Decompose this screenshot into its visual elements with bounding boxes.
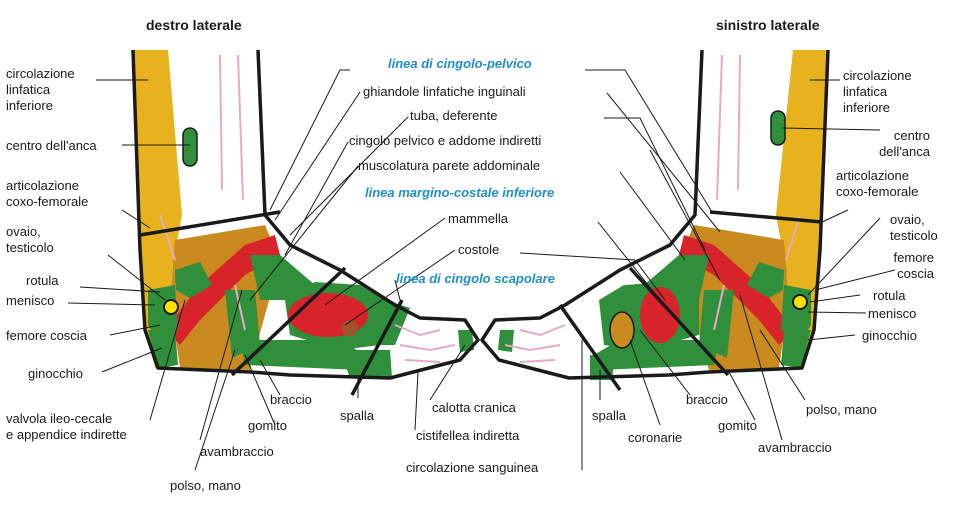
label-pelvic-line: linea di cingolo-pelvico — [388, 56, 532, 71]
right-label-polso: polso, mano — [170, 478, 241, 493]
right-label-calotta: calotta cranica — [432, 400, 516, 415]
left-scapular-line — [558, 303, 622, 392]
right-label-sangue: circolazione sanguinea — [406, 460, 539, 475]
label-tuba: tuba, deferente — [410, 108, 498, 123]
right-green-shoulder — [340, 350, 392, 378]
right-label-menisco: menisco — [6, 293, 55, 308]
label-costal-line: linea margino-costale inferiore — [365, 185, 555, 200]
left-label-avambraccio: avambraccio — [758, 440, 832, 455]
left-label-polso: polso, mano — [806, 402, 877, 417]
left-pelvic-line — [709, 210, 823, 224]
left-label-menisco: menisco — [868, 306, 917, 321]
left-label-rotula: rotula — [873, 288, 906, 303]
right-label-cistifellea: cistifellea indiretta — [416, 428, 520, 443]
right-green-ankle — [175, 262, 212, 298]
right-pelvic-line — [139, 210, 281, 237]
left-label-ovary: ovaio, testicolo — [890, 212, 938, 243]
right-label-lymph: circolazione linfatica inferiore — [6, 66, 75, 113]
left-foot-drawing — [480, 49, 830, 392]
left-green-toe — [498, 330, 514, 352]
left-label-braccio: braccio — [686, 392, 728, 407]
left-toe-veins — [504, 324, 566, 363]
right-label-rotula: rotula — [26, 273, 59, 288]
left-red-band — [679, 235, 794, 345]
right-foot-outline — [131, 49, 480, 380]
right-label-avambraccio: avambraccio — [200, 444, 274, 459]
right-label-hip-center: centro dell'anca — [6, 138, 97, 153]
right-hip-center-mark — [182, 127, 198, 167]
right-green-elbow — [225, 290, 260, 358]
left-label-coxo: articolazione coxo-femorale — [836, 168, 919, 199]
left-red-organ — [640, 287, 680, 343]
label-mammella: mammella — [448, 211, 508, 226]
left-label-spalla: spalla — [592, 408, 626, 423]
label-pelvic-belt: cingolo pelvico e addome indiretti — [349, 133, 542, 148]
right-costal-line — [230, 266, 347, 377]
right-label-braccio: braccio — [270, 392, 312, 407]
right-label-ginocchio: ginocchio — [28, 366, 83, 381]
label-scapular-line: linea di cingolo scapolare — [396, 271, 555, 286]
right-green-arm — [240, 340, 365, 370]
left-ochre-organ — [609, 311, 635, 349]
left-foot-outline — [480, 49, 830, 380]
right-green-pelvis — [250, 255, 315, 300]
right-toe-veins — [394, 324, 456, 363]
left-label-lymph: circolazione linfatica inferiore — [843, 68, 912, 115]
left-label-hip-center: centro dell'anca — [879, 128, 930, 159]
left-green-ankle — [747, 262, 784, 298]
right-label-valvola: valvola ileo-cecale e appendice indirett… — [6, 411, 127, 442]
left-costal-line — [628, 266, 730, 377]
left-pink-veins — [713, 54, 801, 331]
label-costole: costole — [458, 242, 500, 257]
left-label-ginocchio: ginocchio — [862, 328, 917, 343]
right-knee-circle — [163, 299, 179, 315]
right-scapular-line — [350, 299, 404, 396]
leader-lines — [67, 69, 896, 471]
label-abdominal-muscles: muscolatura parete addominale — [358, 158, 541, 173]
right-label-spalla: spalla — [340, 408, 374, 423]
left-label-coronarie: coronarie — [628, 430, 683, 445]
right-label-ovary: ovaio, testicolo — [6, 224, 54, 255]
label-inguinal-glands: ghiandole linfatiche inguinali — [363, 84, 526, 99]
right-label-coxo: articolazione coxo-femorale — [6, 178, 89, 209]
left-label-gomito: gomito — [718, 418, 758, 433]
right-pink-veins — [159, 54, 246, 331]
right-label-femore: femore coscia — [6, 328, 87, 343]
left-label-femore: femore coscia — [893, 250, 934, 281]
title-right-foot: destro laterale — [146, 17, 242, 33]
title-left-foot: sinistro laterale — [716, 17, 820, 33]
left-knee-circle — [792, 294, 808, 310]
right-brown-spot — [342, 320, 358, 336]
left-green-elbow — [699, 290, 734, 358]
right-foot-drawing — [131, 49, 480, 396]
right-red-band — [165, 235, 280, 345]
right-label-gomito: gomito — [248, 418, 288, 433]
